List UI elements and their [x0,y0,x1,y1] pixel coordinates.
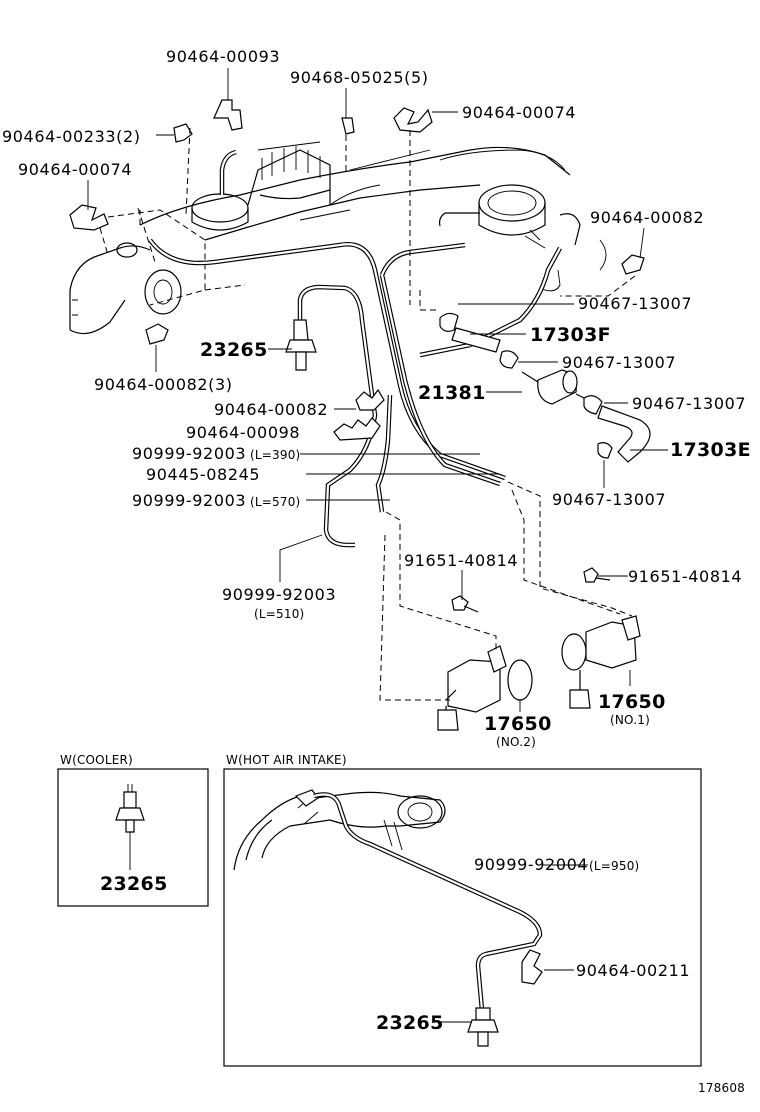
label-90467-13007-c: 90467-13007 [632,394,746,413]
label-90464-00074-left: 90464-00074 [18,160,132,179]
diagram-id: 178608 [698,1081,745,1095]
label-90999-92003-a-length: (L=390) [250,448,300,462]
label-90467-13007-b: 90467-13007 [562,353,676,372]
cooler-sensor-icon [115,784,145,833]
callout-labels: 90464-00093 90468-05025(5) 90464-00074 9… [2,47,751,749]
label-90464-00082-3: 90464-00082(3) [94,375,233,394]
inset-hot-air-hose-length: (L=950) [589,859,639,873]
label-17303f: 17303F [530,324,611,346]
inset-cooler-frame [57,768,209,907]
hot-air-sensor-icon [467,1007,499,1047]
label-90464-00074-top: 90464-00074 [462,103,576,122]
callout-leaders [87,68,668,712]
label-90464-00082-right: 90464-00082 [590,208,704,227]
label-90999-92003-c-length: (L=510) [254,607,304,621]
label-17650-no2: 17650 [484,713,552,735]
inset-cooler-part: 23265 [100,873,168,895]
label-90999-92003-a: 90999-92003 [132,444,246,463]
label-90467-13007-d: 90467-13007 [552,490,666,509]
dashed-leaders [99,127,636,701]
label-90468-05025: 90468-05025(5) [290,68,429,87]
label-91651-40814-a: 91651-40814 [404,551,518,570]
label-90445-08245: 90445-08245 [146,465,260,484]
inset-hot-air-hose: 90999-92004 [474,855,588,874]
engine-outline [69,141,607,335]
label-90467-13007-a: 90467-13007 [578,294,692,313]
label-90999-92003-b-length: (L=570) [250,495,300,509]
inset-hot-air-clamp: 90464-00211 [576,961,690,980]
label-17650-no1: 17650 [598,691,666,713]
intake-duct-drawing [233,789,446,871]
hot-air-clamp-icon [521,949,543,985]
label-90999-92003-c: 90999-92003 [222,585,336,604]
label-90464-00093: 90464-00093 [166,47,280,66]
label-17650-no1-sub: (NO.1) [610,713,650,727]
label-91651-40814-b: 91651-40814 [628,567,742,586]
inset-cooler: W(COOLER) 23265 [57,753,209,907]
label-90999-92003-b: 90999-92003 [132,491,246,510]
inset-hot-air-sensor: 23265 [376,1012,444,1034]
label-90464-00233: 90464-00233(2) [2,127,141,146]
inset-hot-air-title: W(HOT AIR INTAKE) [226,753,347,767]
label-90464-00082-mid: 90464-00082 [214,400,328,419]
label-23265-main: 23265 [200,339,268,361]
clamps-and-fittings [69,99,651,731]
label-17303e: 17303E [670,439,751,461]
label-17650-no2-sub: (NO.2) [496,735,536,749]
inset-cooler-title: W(COOLER) [60,753,133,767]
inset-hot-air-intake: W(HOT AIR INTAKE) 90999-92004 ( [223,753,702,1067]
label-90464-00098: 90464-00098 [186,423,300,442]
inset-hot-air-frame [223,768,702,1067]
label-21381: 21381 [418,382,486,404]
